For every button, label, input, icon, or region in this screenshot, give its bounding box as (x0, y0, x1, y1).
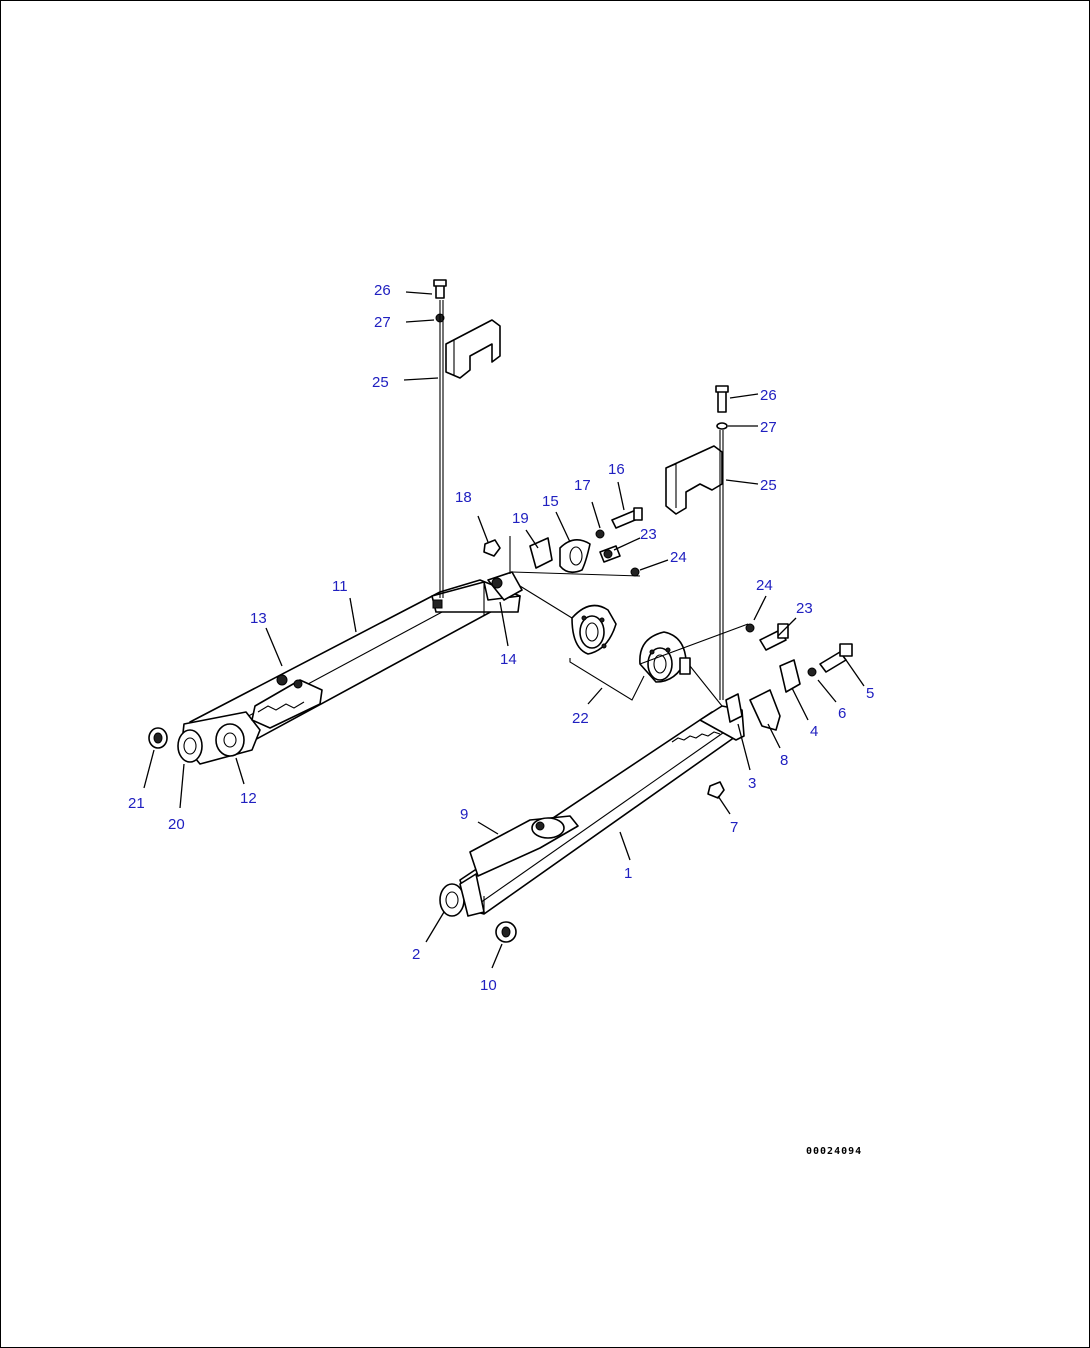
callout-5: 5 (866, 685, 874, 702)
right-small-parts (745, 623, 853, 731)
right-arm-assembly (439, 693, 745, 943)
callout-24: 24 (670, 549, 687, 566)
left-pin-boss-12 (215, 723, 245, 757)
callout-17: 17 (574, 477, 591, 494)
callout-18: 18 (455, 489, 472, 506)
callout-15: 15 (542, 493, 559, 510)
right-arm-body (459, 711, 743, 915)
callout-21: 21 (128, 795, 145, 812)
right-bolt-26 (717, 389, 727, 413)
flange-22-right (639, 631, 691, 683)
callout-7: 7 (730, 819, 738, 836)
left-arm-assembly (148, 571, 523, 765)
callout-1: 1 (624, 865, 632, 882)
callout-27: 27 (374, 314, 391, 331)
left-clevis-bore-20 (177, 729, 203, 763)
callout-13: 13 (250, 610, 267, 627)
callout-26: 26 (374, 282, 391, 299)
callout-3: 3 (748, 775, 756, 792)
center-fittings (483, 507, 749, 707)
callout-23: 23 (640, 526, 657, 543)
callout-11: 11 (332, 578, 348, 595)
drawing-reference-code: 00024094 (806, 1146, 862, 1157)
callout-25: 25 (760, 477, 777, 494)
callout-19: 19 (512, 510, 529, 527)
callout-27: 27 (760, 419, 777, 436)
callout-14: 14 (500, 651, 517, 668)
callout-8: 8 (780, 752, 788, 769)
callout-9: 9 (460, 806, 468, 823)
callout-6: 6 (838, 705, 846, 722)
callout-25: 25 (372, 374, 389, 391)
callout-26: 26 (760, 387, 777, 404)
callout-20: 20 (168, 816, 185, 833)
callout-12: 12 (240, 790, 257, 807)
right-bracket-25 (665, 385, 729, 700)
right-washer-27 (716, 422, 728, 430)
leader-lines (143, 291, 865, 969)
callout-24: 24 (756, 577, 773, 594)
callout-22: 22 (572, 710, 589, 727)
callout-16: 16 (608, 461, 625, 478)
callout-23: 23 (796, 600, 813, 617)
callout-10: 10 (480, 977, 497, 994)
callout-2: 2 (412, 946, 420, 963)
callouts: 26 27 25 26 27 25 18 19 15 17 16 23 24 1… (128, 282, 874, 994)
flange-22-left (571, 604, 617, 655)
left-bracket-25 (433, 279, 501, 598)
callout-4: 4 (810, 723, 818, 740)
